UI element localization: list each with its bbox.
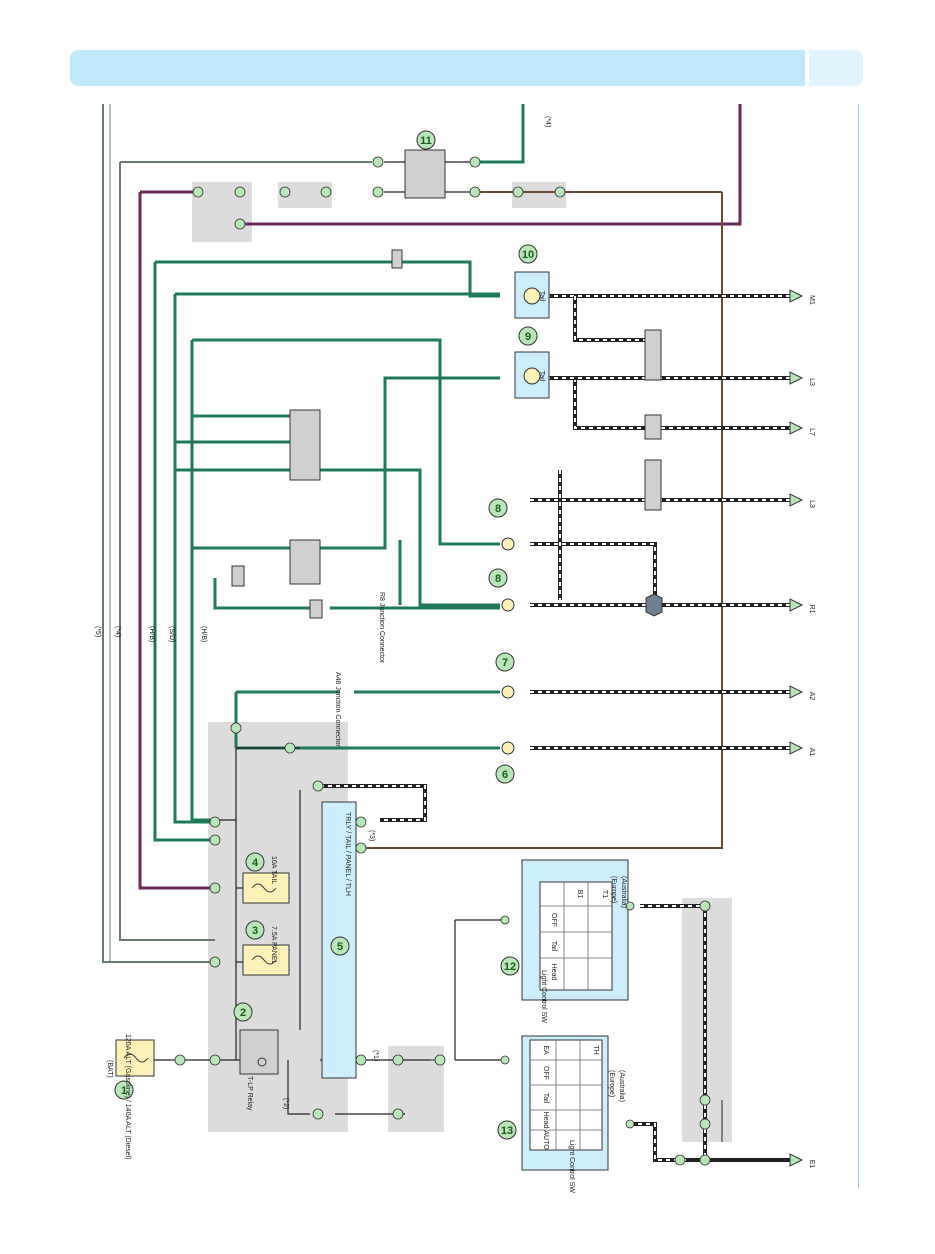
relay-label: T-LP Relay bbox=[246, 1076, 253, 1111]
callout-5: 5 bbox=[337, 941, 343, 953]
wire-hb-label-2: (H/B) bbox=[200, 626, 207, 642]
wire-sd-label-1: (S/D) bbox=[168, 626, 175, 642]
wire-purple-left bbox=[138, 192, 215, 890]
relay-11-box bbox=[404, 149, 446, 199]
fuse-4-label: 10A TAIL bbox=[270, 856, 277, 884]
relay-11-leads bbox=[384, 161, 478, 193]
callout-1: 1 bbox=[121, 1085, 127, 1097]
wire-hb-label-1: (H/B) bbox=[148, 626, 155, 642]
wire-lg-5 bbox=[102, 104, 215, 963]
europe-label-13: (Europe) bbox=[608, 1070, 615, 1097]
switch-12-table bbox=[539, 881, 613, 991]
fuse-3-icon bbox=[251, 955, 277, 965]
ground-a1-label: A1 bbox=[808, 748, 815, 757]
lamp-9-label: Tail bbox=[538, 371, 545, 382]
t-lp-relay-box bbox=[239, 1029, 279, 1075]
switch-12-grid bbox=[540, 882, 612, 990]
switch-13-table bbox=[529, 1039, 603, 1151]
australia-label-12: (Australia) bbox=[620, 876, 627, 908]
fuse-3-box bbox=[242, 944, 290, 976]
component-callouts bbox=[114, 130, 538, 1140]
wire-4 bbox=[119, 162, 215, 941]
wire-purple-right bbox=[244, 104, 742, 226]
callout-10: 10 bbox=[522, 249, 534, 261]
callout-8b: 8 bbox=[495, 503, 501, 515]
connector-blocks bbox=[231, 249, 662, 619]
callout-12: 12 bbox=[504, 961, 516, 973]
callout-4: 4 bbox=[252, 857, 259, 869]
switch-12-row-off: OFF bbox=[550, 913, 557, 927]
header-tab bbox=[809, 50, 863, 86]
alternator-box bbox=[115, 1039, 155, 1077]
callout-13: 13 bbox=[501, 1125, 513, 1137]
connector-pins bbox=[174, 156, 711, 1166]
callout-7: 7 bbox=[502, 657, 508, 669]
switch-13-row-head: Head bbox=[542, 1112, 549, 1129]
switch-13-grid bbox=[530, 1040, 602, 1150]
junction-r8-label: R8 Junction Connector bbox=[378, 592, 385, 664]
star3-label: (*3) bbox=[368, 830, 375, 841]
ground-l3b-label: L3 bbox=[808, 500, 815, 508]
callout-8: 8 bbox=[495, 573, 501, 585]
switch-13-row-off: OFF bbox=[542, 1066, 549, 1080]
switch-12-row-tail: Tail bbox=[550, 941, 557, 952]
ground-symbols bbox=[789, 289, 804, 1167]
switch-12-label: Light Control SW bbox=[540, 970, 547, 1023]
header-bar bbox=[70, 50, 805, 86]
green-wires bbox=[153, 104, 525, 842]
ground-r1-label: R1 bbox=[808, 605, 815, 614]
switch-13-label: Light Control SW bbox=[568, 1140, 575, 1193]
ground-m1-label: M1 bbox=[808, 295, 815, 305]
relay-coil-icon bbox=[257, 1057, 267, 1067]
wire-star4-label: (*4) bbox=[114, 626, 121, 637]
switch-12-row-head: Head bbox=[550, 964, 557, 981]
callout-3: 3 bbox=[252, 925, 258, 937]
switch-13-row-tail: Tail bbox=[542, 1093, 549, 1104]
switch-12-col-b1: B1 bbox=[576, 890, 583, 899]
ground-a2-label: A2 bbox=[808, 692, 815, 701]
ground-junction-node bbox=[645, 593, 663, 617]
callout-6: 6 bbox=[502, 769, 508, 781]
star2-label: (*2) bbox=[282, 1098, 289, 1109]
switch-12-col-t1: T1 bbox=[601, 890, 608, 898]
alternator-label: 120A ALT (Gasoline) / 140A ALT (Diesel) bbox=[124, 1034, 131, 1160]
lamp-10-label: Tail bbox=[538, 291, 545, 302]
switch-13-col-ea: EA bbox=[542, 1045, 549, 1055]
right-margin-rule bbox=[858, 104, 859, 1188]
callout-2: 2 bbox=[240, 1007, 246, 1019]
wire-brown bbox=[365, 192, 723, 849]
star1-label: (*1) bbox=[372, 1050, 379, 1061]
switch-13-row-auto: AUTO bbox=[542, 1130, 549, 1150]
australia-label-13: (Australia) bbox=[618, 1070, 625, 1102]
ground-l3-label: L3 bbox=[808, 378, 815, 386]
bat-label: (BAT) bbox=[106, 1060, 113, 1078]
europe-label-12: (Europe) bbox=[610, 876, 617, 903]
alternator-fuse-icon bbox=[123, 1053, 149, 1063]
fuse-3-label: 7.5A PANEL bbox=[270, 926, 277, 965]
callout-11: 11 bbox=[420, 135, 432, 147]
ground-e1-label: E1 bbox=[808, 1160, 815, 1169]
wire-star5-label: (*5) bbox=[94, 626, 101, 637]
ground-wires bbox=[320, 294, 790, 1162]
wire-star4-top-label: (*4) bbox=[544, 116, 551, 127]
fuse-4-box bbox=[242, 872, 290, 904]
callout-9: 9 bbox=[525, 331, 531, 343]
ground-l7-label: L7 bbox=[808, 428, 815, 436]
switch-13-col-th: TH bbox=[592, 1045, 599, 1054]
tail-lamps bbox=[501, 271, 550, 755]
fuse-4-icon bbox=[251, 883, 277, 893]
box-5-label: TRLY / TAIL / PANEL / TLH bbox=[344, 812, 351, 896]
junction-a48-label: A48 Junction Connector bbox=[334, 672, 341, 747]
